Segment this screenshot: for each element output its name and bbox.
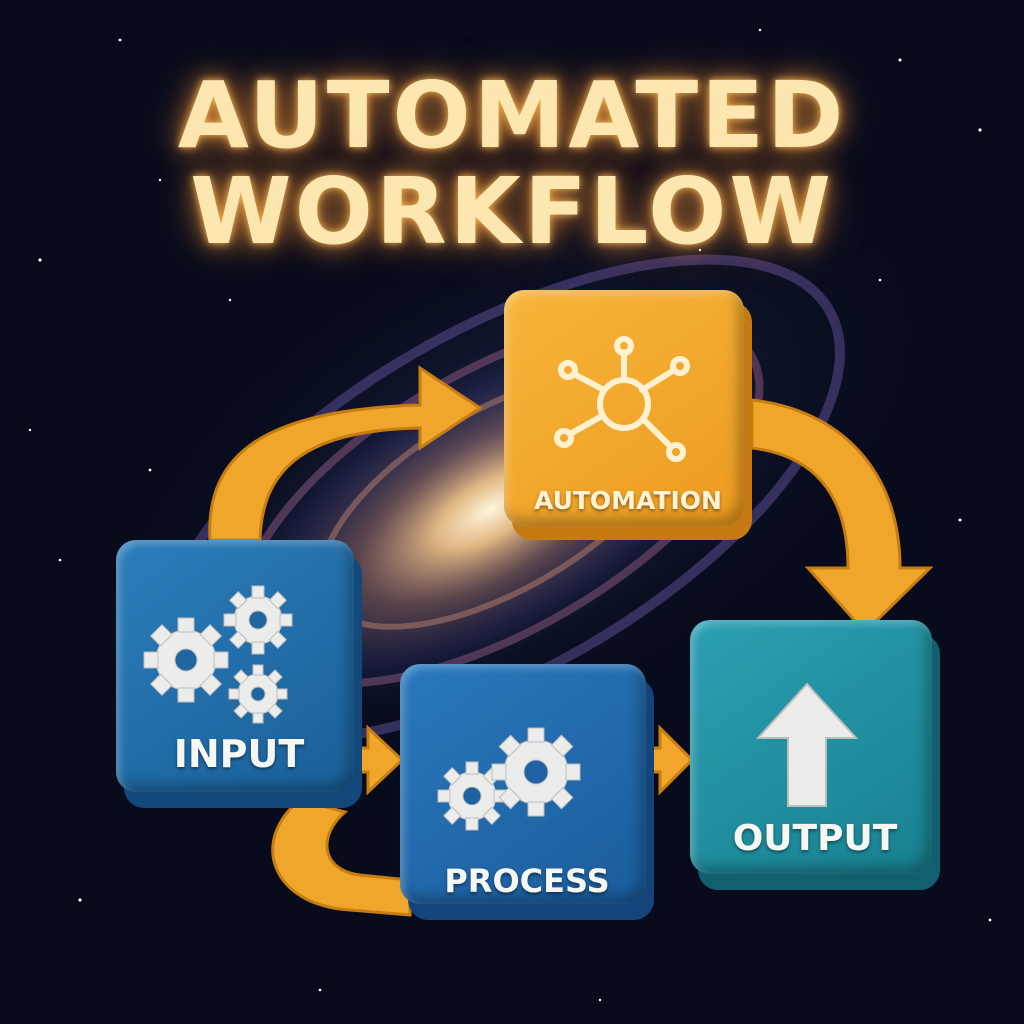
node-process-label: PROCESS [444,862,610,900]
node-automation[interactable]: AUTOMATION [504,290,752,542]
node-automation-label: AUTOMATION [533,486,722,515]
arrow-loop-bottom [271,798,412,917]
node-input[interactable]: INPUT [116,540,362,808]
gears-icon [437,727,581,831]
node-input-label: INPUT [173,732,305,776]
title-line-2: WORKFLOW [190,158,834,265]
arrow-automation-to-output [750,398,934,635]
node-output-label: OUTPUT [732,818,898,859]
network-hub-icon [554,336,690,462]
upload-arrow-icon [755,682,859,807]
node-process[interactable]: PROCESS [400,664,654,920]
arrow-input-to-automation [208,365,483,542]
title-line-1: AUTOMATED [177,62,847,169]
gears-icon [143,585,293,724]
node-output[interactable]: OUTPUT [690,620,940,890]
